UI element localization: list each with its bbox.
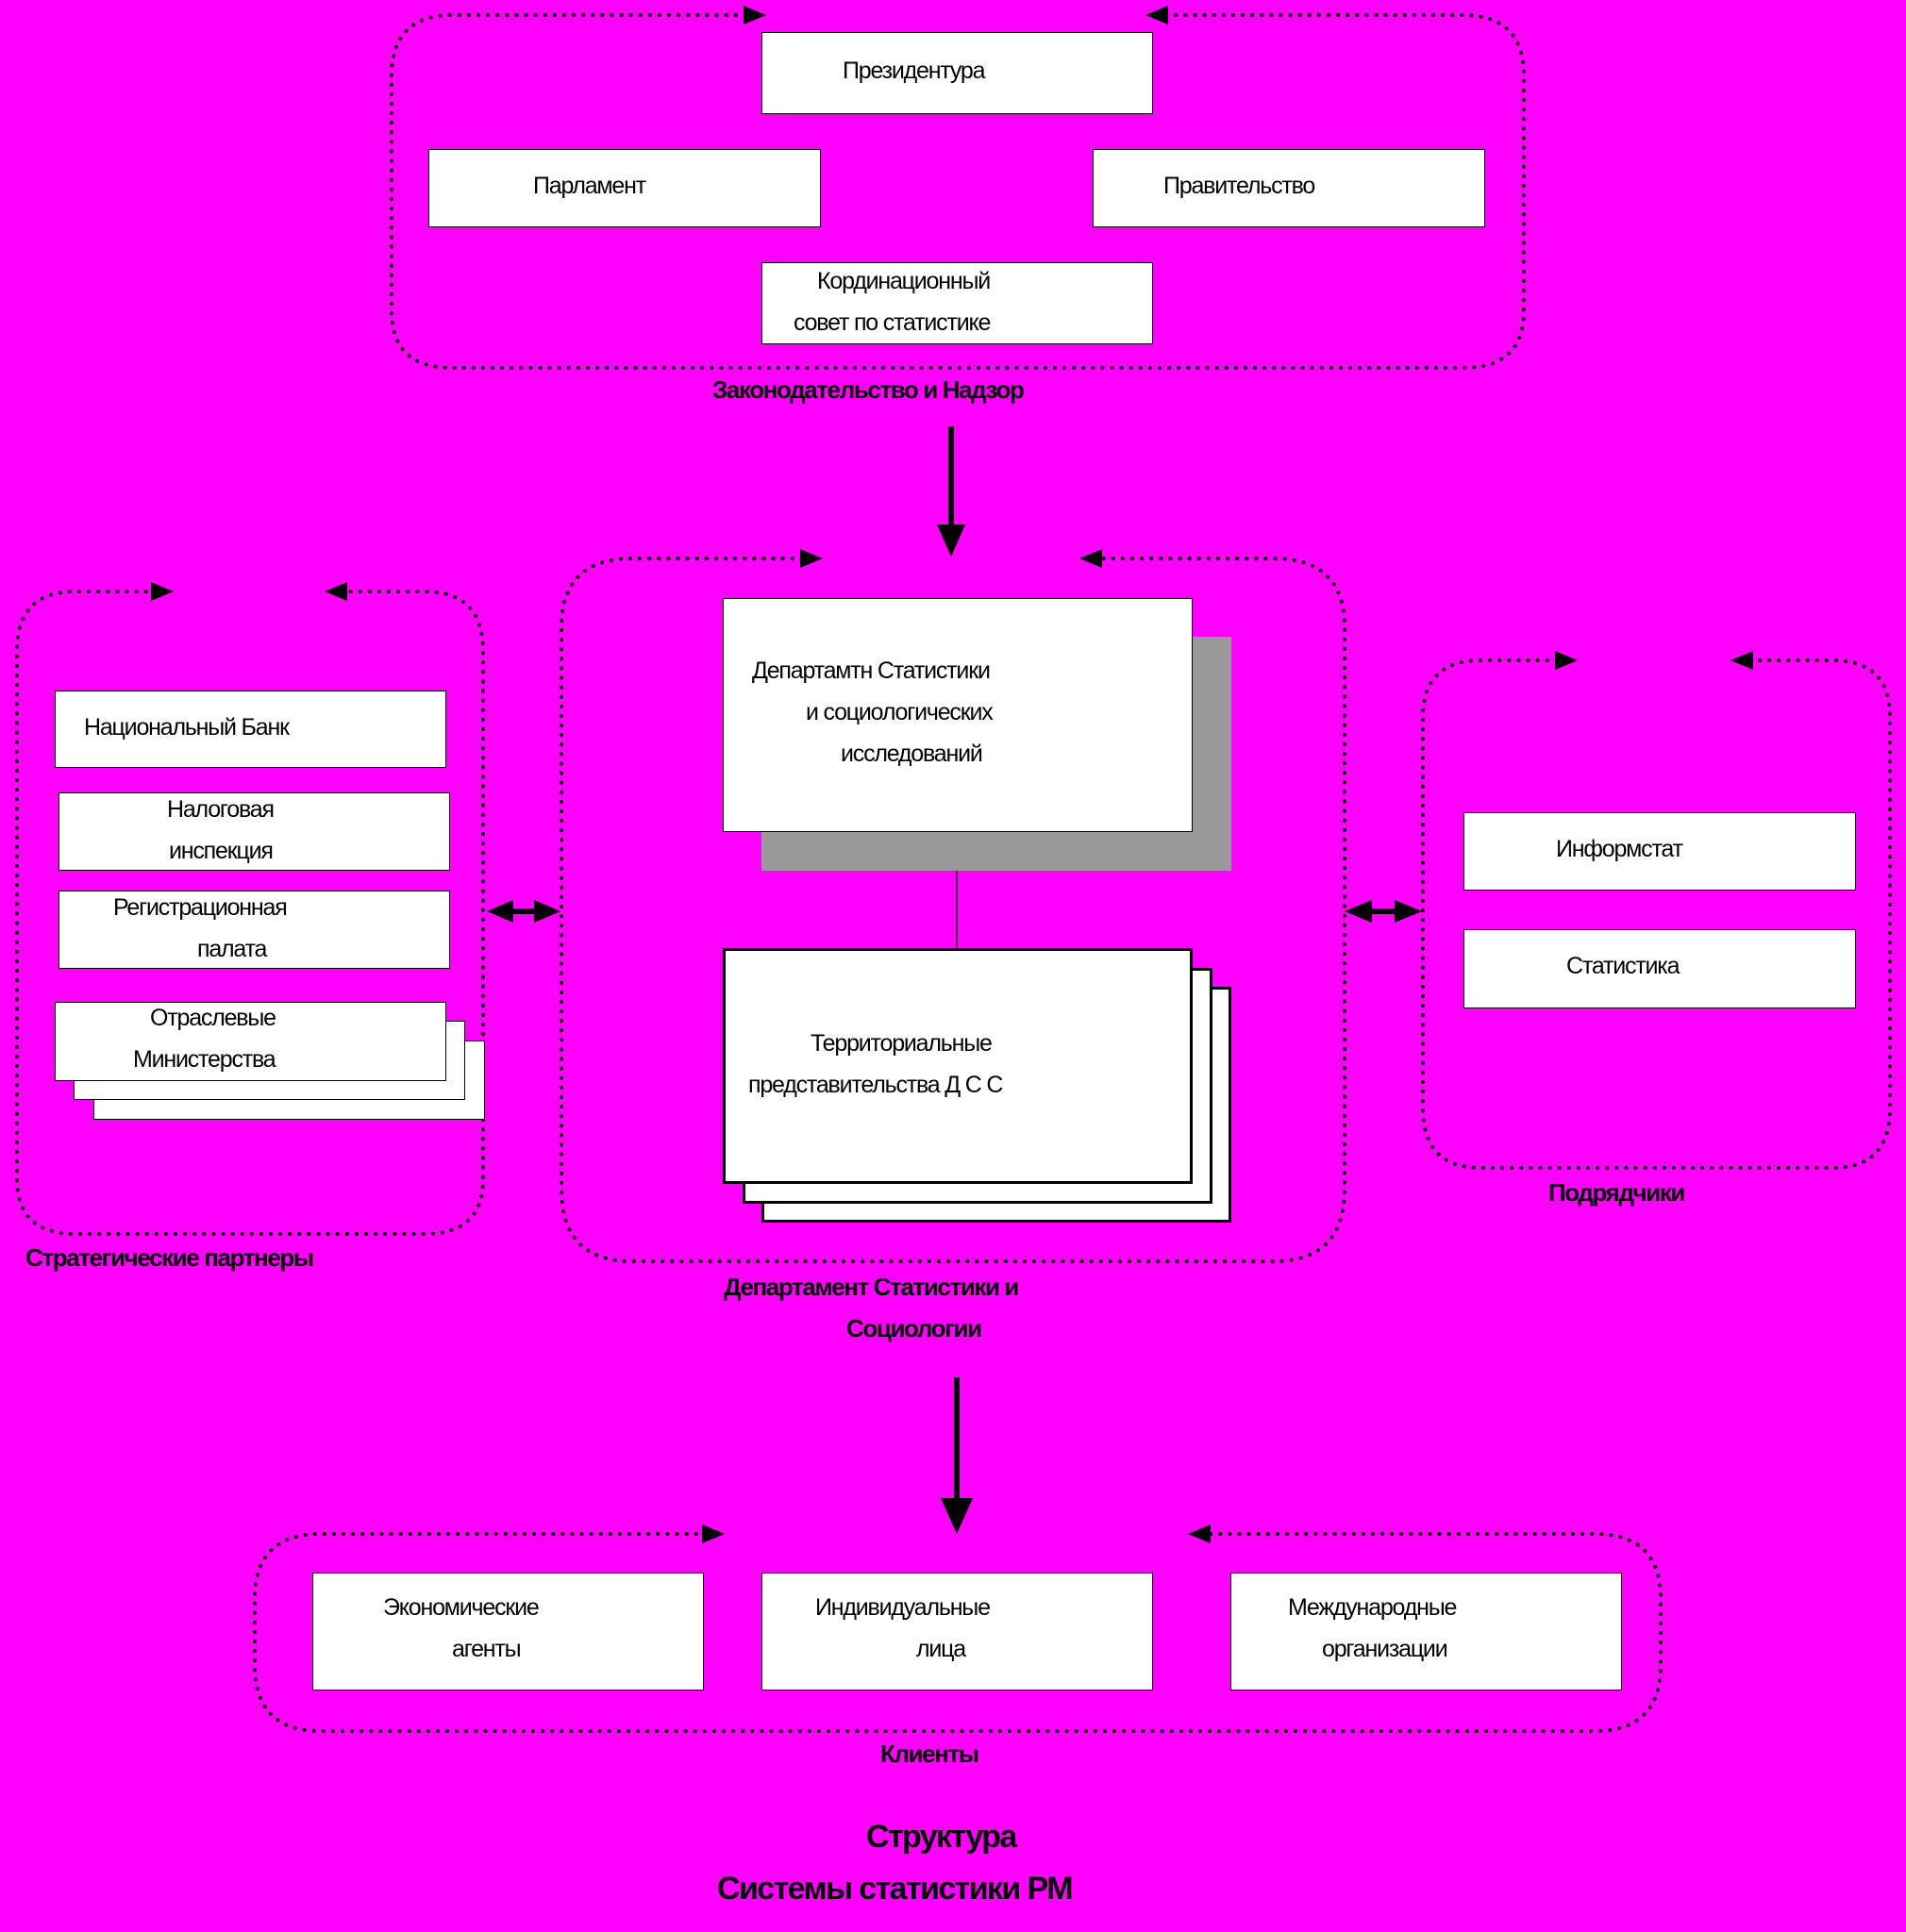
statistica-label: Статистика — [1566, 953, 1680, 979]
coordination-council-box: Кординационный совет по статистике — [761, 262, 1153, 344]
informstat-box: Информстат — [1463, 812, 1856, 891]
council-label-line2: совет по статистике — [794, 309, 991, 336]
individuals-box: Индивидуальные лица — [761, 1573, 1153, 1690]
statistica-box: Статистика — [1463, 929, 1856, 1008]
presidency-label: Президентура — [843, 58, 986, 84]
territorial-label-line2: представительства Д С С — [748, 1072, 1003, 1098]
ministries-label-line2: Министерства — [133, 1046, 276, 1073]
department-group-outline — [560, 557, 1346, 1263]
international-organizations-box: Международные организации — [1230, 1573, 1622, 1690]
tax-label-line1: Налоговая — [167, 796, 275, 823]
individuals-label-line1: Индивидуальные — [815, 1594, 991, 1621]
registration-label-line1: Регистрационная — [113, 894, 288, 921]
contractors-group-outline — [1421, 658, 1892, 1170]
dss-label-line3: исследований — [841, 741, 983, 767]
partners-group-label: Стратегические партнеры — [25, 1243, 314, 1272]
economic-label-line1: Экономические — [383, 1594, 540, 1621]
parliament-box: Парламент — [428, 149, 821, 227]
parliament-label: Парламент — [533, 173, 646, 199]
contractors-group-label: Подрядчики — [1548, 1178, 1685, 1207]
territorial-offices-box: Территориальные представительства Д С С — [723, 948, 1193, 1184]
dss-label-line1: Департамтн Статистики — [752, 658, 991, 684]
department-group-label-line1: Департамент Статистики и — [724, 1273, 1019, 1301]
caption-line2: Системы статистики РМ — [717, 1871, 1074, 1907]
tax-inspection-box: Налоговая инспекция — [59, 792, 450, 871]
ministries-label-line1: Отраслевые — [150, 1005, 276, 1031]
territorial-label-line1: Территориальные — [811, 1030, 993, 1057]
tax-label-line2: инспекция — [169, 838, 274, 864]
department-group-label-line2: Социологии — [846, 1314, 982, 1342]
registration-chamber-box: Регистрационная палата — [59, 891, 450, 969]
clients-group-label: Клиенты — [880, 1740, 979, 1768]
national-bank-box: Национальный Банк — [55, 691, 446, 768]
presidency-box: Президентура — [761, 32, 1153, 114]
legislation-group-outline — [390, 13, 1526, 370]
partners-group-outline — [15, 590, 485, 1236]
dss-department-box: Департамтн Статистики и социологических … — [723, 598, 1193, 832]
sectoral-ministries-box: Отраслевые Министерства — [55, 1002, 446, 1081]
government-box: Правительство — [1093, 149, 1485, 227]
economic-agents-box: Экономические агенты — [312, 1573, 704, 1690]
caption-line1: Структура — [866, 1819, 1017, 1855]
council-label-line1: Кординационный — [817, 268, 991, 294]
informstat-label: Информстат — [1556, 836, 1683, 862]
legislation-group-label: Законодательство и Надзор — [712, 375, 1025, 404]
international-label-line1: Международные — [1288, 1594, 1457, 1621]
national-bank-label: Национальный Банк — [84, 714, 290, 741]
registration-label-line2: палата — [197, 936, 267, 962]
economic-label-line2: агенты — [452, 1636, 522, 1662]
individuals-label-line2: лица — [916, 1636, 966, 1662]
government-label: Правительство — [1163, 173, 1315, 199]
dss-label-line2: и социологических — [806, 699, 994, 725]
international-label-line2: организации — [1322, 1636, 1448, 1662]
